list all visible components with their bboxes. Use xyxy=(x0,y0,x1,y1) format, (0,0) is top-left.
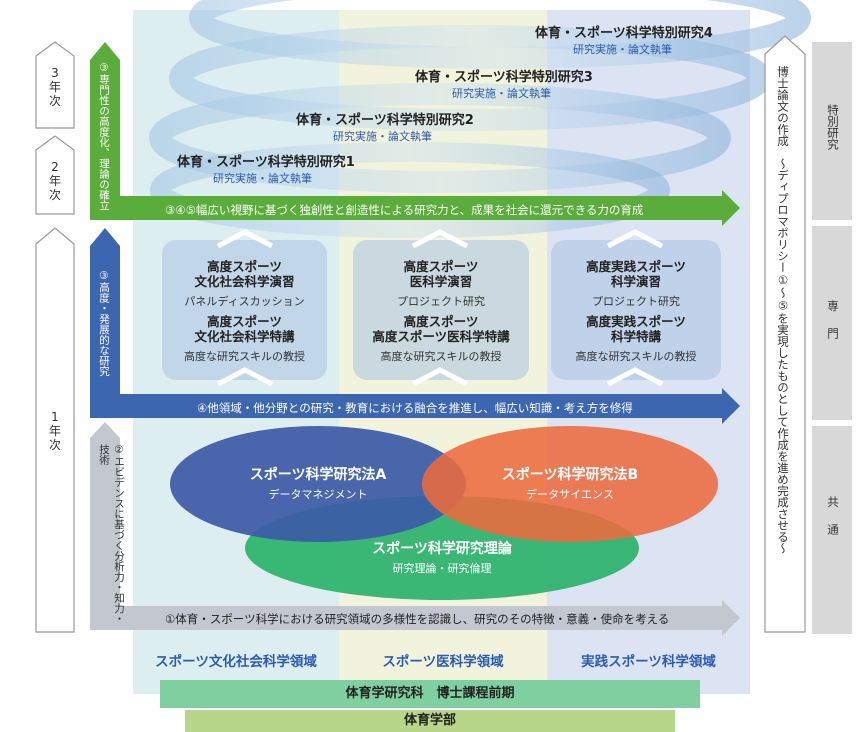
research-2-sub: 研究実施・論文執筆 xyxy=(333,130,432,143)
method-a-sub: データマネジメント xyxy=(268,488,368,501)
theory-title: スポーツ科学研究理論 xyxy=(372,541,512,557)
course-culture-lecture-sub: 高度な研究スキルの教授 xyxy=(184,350,305,363)
course-medical-seminar: 高度スポーツ 医科学演習 xyxy=(403,259,479,289)
method-a-title: スポーツ科学研究法A xyxy=(249,467,387,483)
right-box-specialty-label: 専門 xyxy=(826,300,840,355)
research-2-title: 体育・スポーツ科学特別研究2 xyxy=(296,113,474,128)
course-practice-seminar: 高度実践スポーツ 科学演習 xyxy=(586,259,686,289)
year-1-label: 1 年 次 xyxy=(48,410,61,452)
course-practice-lecture: 高度実践スポーツ 科学特講 xyxy=(586,314,686,344)
research-4-title: 体育・スポーツ科学特別研究4 xyxy=(535,26,713,41)
domain-practice: 実践スポーツ科学領域 xyxy=(581,654,716,670)
course-medical-lecture: 高度スポーツ 高度スポーツ医科学特講 xyxy=(372,314,510,344)
label-evidence: ②エビデンスに基づく分析力・知力・技術 xyxy=(98,444,125,624)
research-3-title: 体育・スポーツ科学特別研究3 xyxy=(415,70,593,85)
arrow-text-green: ③④⑤幅広い視野に基づく独創性と創造性による研究力と、成果を社会に還元できる力の… xyxy=(165,203,644,217)
domain-culture: スポーツ文化社会科学領域 xyxy=(155,654,317,670)
right-box-special xyxy=(812,42,852,220)
course-medical-lecture-sub: 高度な研究スキルの教授 xyxy=(380,350,502,363)
dissertation-box xyxy=(764,35,806,633)
label-specialization: ③専門性の高度化、理論の確立 xyxy=(98,62,110,211)
course-card-culture xyxy=(162,240,327,380)
method-ellipses xyxy=(170,426,718,600)
right-box-special-label: 特別研究 xyxy=(826,104,840,150)
grad-school-label: 体育学研究科 博士課程前期 xyxy=(345,686,515,701)
label-advanced-research: ③高度・発展的な研究 xyxy=(98,270,110,377)
chevrons xyxy=(216,229,664,387)
course-culture-seminar: 高度スポーツ 文化社会科学演習 xyxy=(194,259,295,289)
ellipse-method-b xyxy=(422,426,718,542)
course-practice-seminar-sub: プロジェクト研究 xyxy=(592,295,680,308)
course-card-practice xyxy=(551,240,721,380)
ellipse-method-a xyxy=(170,426,466,542)
right-box-common xyxy=(812,426,852,634)
arrow-text-gray: ①体育・スポーツ科学における研究領域の多様性を認識し、研究のその特徴・意義・使命… xyxy=(165,612,670,626)
grad-school-bar: 体育学研究科 博士課程前期 xyxy=(160,680,700,708)
theory-sub: 研究理論・研究倫理 xyxy=(392,562,492,575)
dissertation-text: 博士論文の作成 〜ディプロマポリシー①〜⑤を実現したものとして作成を進め完成させ… xyxy=(776,66,790,554)
course-card-medical xyxy=(353,240,529,380)
course-medical-seminar-sub: プロジェクト研究 xyxy=(397,295,485,308)
research-3-sub: 研究実施・論文執筆 xyxy=(452,87,551,100)
year-2-label: 2 年 次 xyxy=(48,160,61,202)
course-culture-seminar-sub: パネルディスカッション xyxy=(184,295,305,308)
faculty-bar: 体育学部 xyxy=(185,710,675,732)
bent-arrows xyxy=(90,42,740,636)
method-b-sub: データサイエンス xyxy=(526,488,614,501)
faculty-label: 体育学部 xyxy=(403,713,456,728)
research-1-sub: 研究実施・論文執筆 xyxy=(213,172,312,185)
course-culture-lecture: 高度スポーツ 文化社会科学特講 xyxy=(194,314,295,344)
right-box-common-label: 共通 xyxy=(826,496,840,551)
research-4-sub: 研究実施・論文執筆 xyxy=(573,43,672,56)
arrow-text-blue: ④他領域・他分野との研究・教育における融合を推進し、幅広い知識・考え方を修得 xyxy=(197,401,633,415)
research-1-title: 体育・スポーツ科学特別研究1 xyxy=(177,155,355,170)
method-b-title: スポーツ科学研究法B xyxy=(501,467,639,483)
domain-medical: スポーツ医科学領域 xyxy=(382,654,504,670)
right-box-specialty xyxy=(812,226,852,420)
year-3-label: 3 年 次 xyxy=(48,66,61,108)
year-markers xyxy=(35,41,75,633)
course-practice-lecture-sub: 高度な研究スキルの教授 xyxy=(575,350,697,363)
